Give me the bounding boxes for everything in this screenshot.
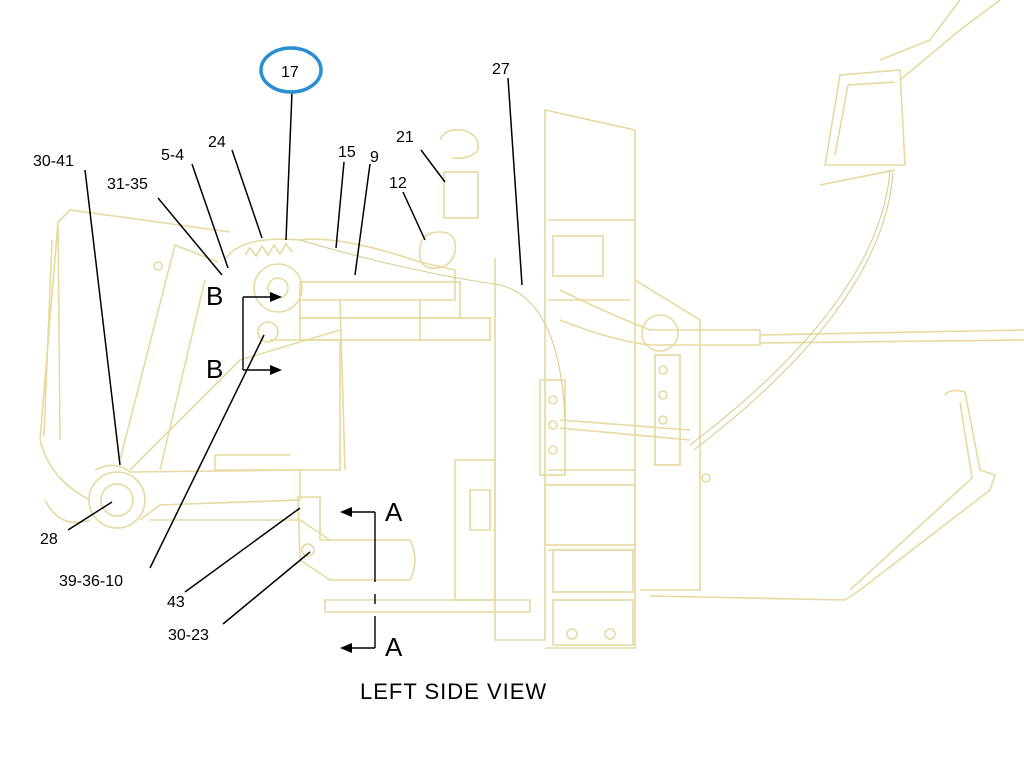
section-a-bottom: A xyxy=(385,632,403,662)
callout-21[interactable]: 21 xyxy=(396,129,414,146)
highlight-circle xyxy=(259,46,323,94)
callout-30-41[interactable]: 30-41 xyxy=(33,153,74,170)
callout-5-4[interactable]: 5-4 xyxy=(161,147,184,164)
section-b-top: B xyxy=(206,281,223,311)
section-b-marker xyxy=(242,292,282,375)
callout-43[interactable]: 43 xyxy=(167,594,185,611)
callout-28[interactable]: 28 xyxy=(40,531,58,548)
leader-lines xyxy=(67,77,523,625)
callout-31-35[interactable]: 31-35 xyxy=(107,176,148,193)
section-b-bottom: B xyxy=(206,354,223,384)
section-a-marker xyxy=(340,507,376,653)
callout-15[interactable]: 15 xyxy=(338,144,356,161)
callout-39-36-10[interactable]: 39-36-10 xyxy=(59,573,123,590)
machine-drawing xyxy=(39,0,1024,649)
callout-labels: 17 27 21 24 15 9 5-4 30-41 31-35 12 28 3… xyxy=(33,61,510,644)
callout-30-23[interactable]: 30-23 xyxy=(168,627,209,644)
callout-17[interactable]: 17 xyxy=(281,64,299,81)
section-labels: B B A A xyxy=(206,281,403,662)
callout-9[interactable]: 9 xyxy=(370,149,379,166)
view-title: LEFT SIDE VIEW xyxy=(360,679,547,704)
callout-12[interactable]: 12 xyxy=(389,175,407,192)
callout-24[interactable]: 24 xyxy=(208,134,226,151)
section-a-top: A xyxy=(385,497,403,527)
callout-27[interactable]: 27 xyxy=(492,61,510,78)
